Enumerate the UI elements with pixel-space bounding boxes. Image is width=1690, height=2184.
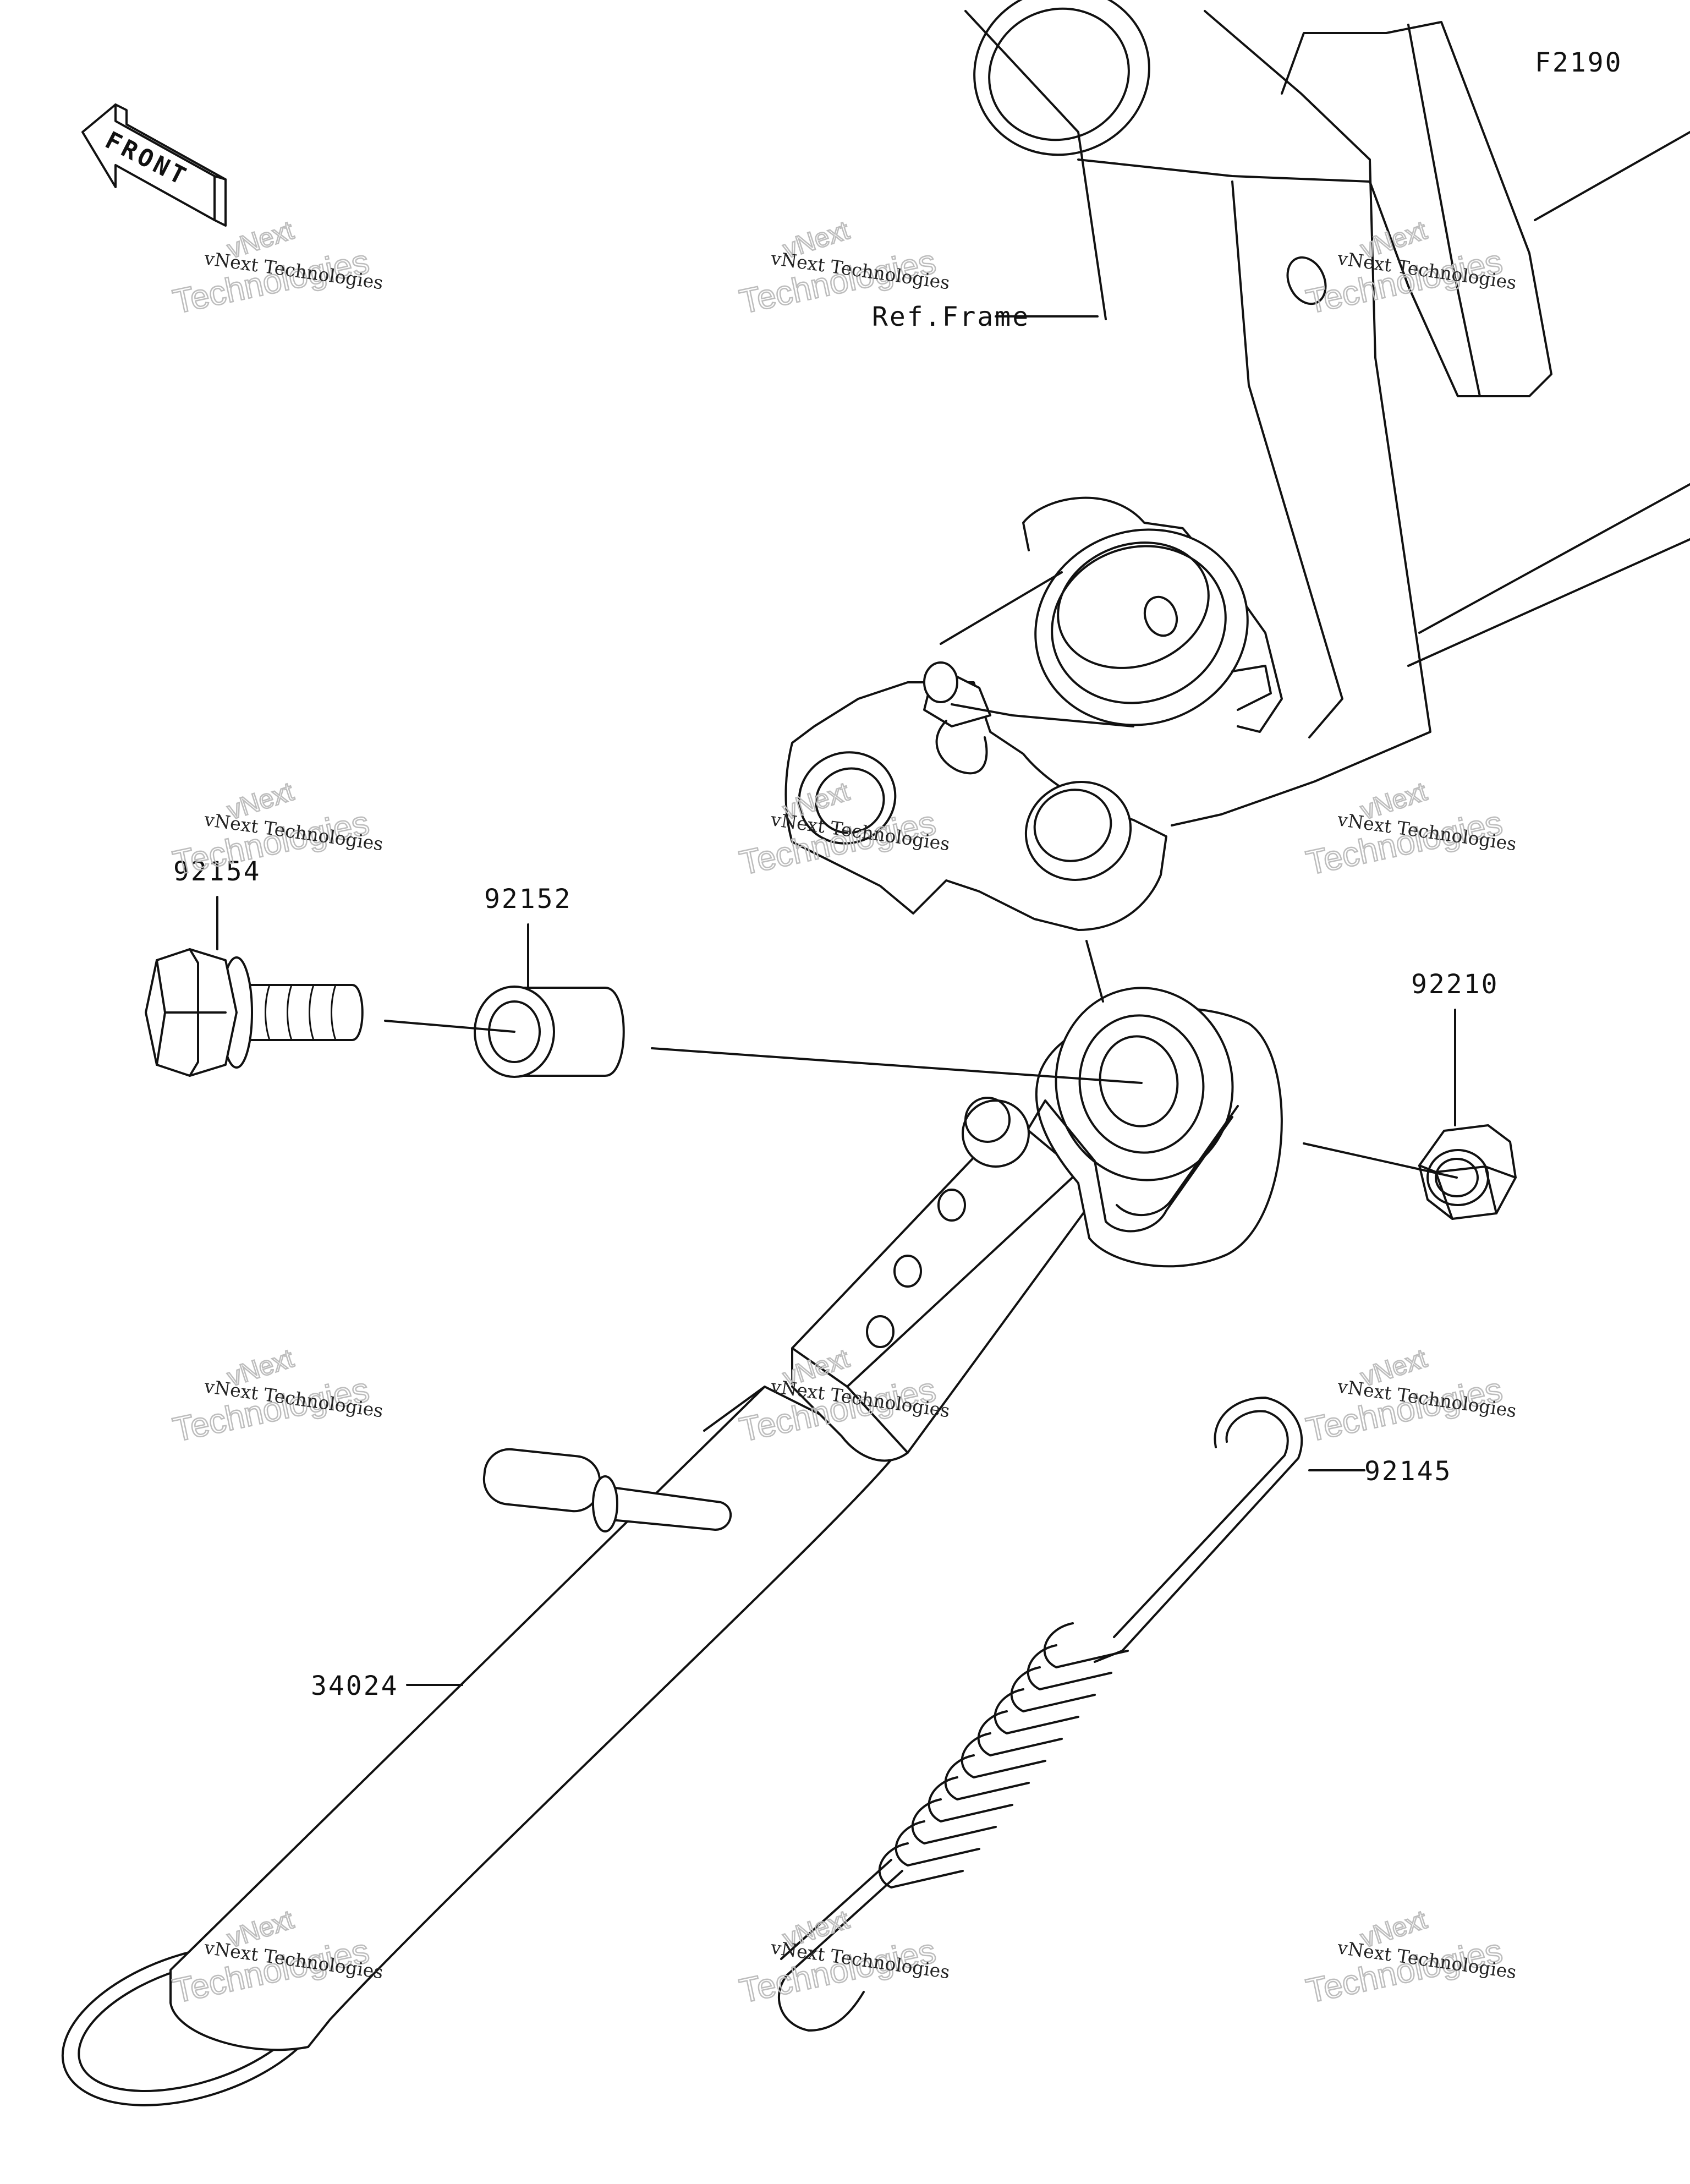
nut-part-number: 92210 — [1411, 969, 1499, 1000]
leader-lines — [216, 315, 1458, 1686]
spring-coils — [878, 1622, 1129, 1889]
side-stand-part-number: 34024 — [311, 1671, 399, 1701]
bolt-part — [145, 948, 364, 1077]
spring-part — [777, 1397, 1303, 2032]
side-stand-part — [61, 987, 1283, 2106]
frame-part — [784, 0, 1690, 931]
nut-part — [1418, 1124, 1517, 1220]
diagram-code: F2190 — [1535, 47, 1623, 78]
ref-frame-label: Ref.Frame — [872, 302, 1030, 332]
front-arrow-icon: FRONT — [81, 103, 227, 227]
collar-part — [474, 986, 625, 1078]
watermark: vNext Technologies vNext Technologies vN… — [169, 215, 1518, 2011]
collar-part-number: 92152 — [484, 884, 572, 915]
bolt-part-number: 92154 — [173, 856, 261, 887]
spring-part-number: 92145 — [1364, 1456, 1452, 1487]
